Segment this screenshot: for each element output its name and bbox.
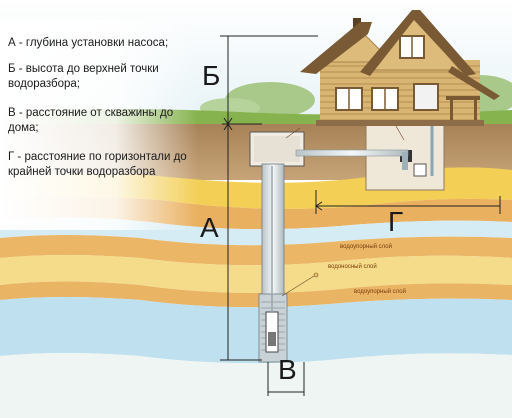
basement <box>365 123 445 191</box>
aquiclude-top <box>0 235 512 266</box>
layer-pointers <box>281 125 405 297</box>
marker-a: А <box>200 212 219 243</box>
layer-label-aquiclude-top: водоупорный слой <box>340 244 392 250</box>
dimension-lines <box>220 35 501 396</box>
house <box>300 10 500 126</box>
legend-item-g: Г - расстояние по горизонтали до крайней… <box>8 151 187 178</box>
deep-aquifer <box>0 297 512 364</box>
marker-v: В <box>278 354 297 385</box>
water-bearing-layer <box>0 255 512 294</box>
marker-b: Б <box>202 60 221 91</box>
legend: А - глубина установки насоса; Б - высота… <box>8 36 203 194</box>
legend-item-v: В - расстояние от скважины до дома; <box>8 107 174 134</box>
well-head <box>249 131 409 170</box>
bedrock-layer <box>0 353 512 418</box>
legend-item-a: А - глубина установки насоса; <box>8 37 169 49</box>
aquiclude-bottom <box>0 281 512 308</box>
layer-label-water-bearing: водоносный слой <box>328 264 377 270</box>
marker-g: Г <box>388 206 404 237</box>
layer-label-aquiclude-bottom: водоупорный слой <box>354 289 406 295</box>
well-casing <box>258 163 288 363</box>
legend-item-b: Б - высота до верхней точки водоразбора; <box>8 63 159 90</box>
